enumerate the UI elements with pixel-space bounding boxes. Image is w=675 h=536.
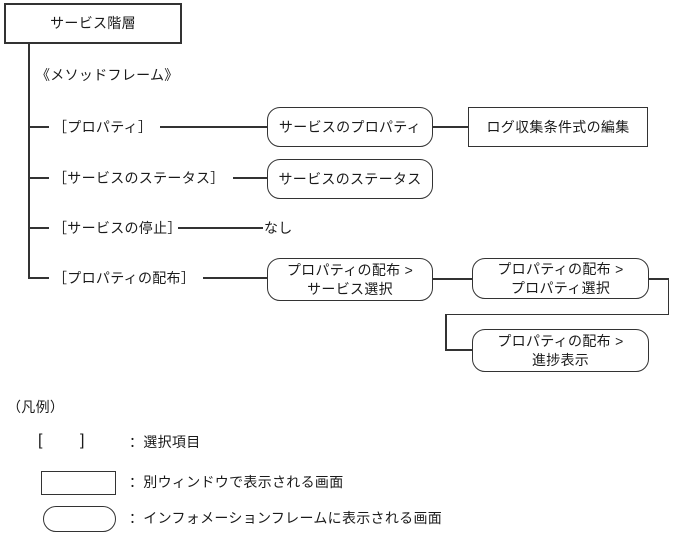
node-label: サービスのステータス: [278, 170, 422, 187]
node-label: ログ収集条件式の編集: [486, 118, 630, 135]
connector-line: [203, 277, 267, 279]
node-label-line2: サービス選択: [307, 280, 393, 297]
none-result-label: なし: [264, 220, 293, 236]
connector-line: [160, 126, 267, 128]
node-label-line1: プロパティの配布 >: [497, 261, 624, 277]
node-service-properties: サービスのプロパティ: [267, 107, 433, 147]
tree-trunk-line: [28, 44, 30, 279]
node-dist-progress: プロパティの配布 > 進捗表示: [472, 329, 649, 372]
node-label-line1: プロパティの配布 >: [286, 262, 414, 278]
connector-line: [649, 278, 669, 280]
connector-line: [433, 126, 468, 128]
legend-bracket-open-symbol: [: [38, 432, 43, 449]
legend-bracket-close-symbol: ]: [80, 432, 85, 449]
branch-label-service-status: ［サービスのステータス］: [53, 170, 225, 186]
legend-item-infoframe-label: ：インフォメーションフレームに表示される画面: [129, 510, 443, 526]
branch-label-property-distribution: ［プロパティの配布］: [53, 270, 196, 286]
node-label-line1: プロパティの配布 >: [497, 333, 624, 349]
legend-window-symbol: [41, 471, 116, 495]
legend-infoframe-symbol: [43, 506, 116, 532]
connector-line: [233, 177, 267, 179]
connector-line: [28, 277, 49, 279]
connector-line: [445, 313, 447, 351]
connector-line: [445, 313, 669, 316]
node-log-collection-edit: ログ収集条件式の編集: [468, 107, 648, 147]
node-dist-service-select: プロパティの配布 > サービス選択: [267, 258, 433, 301]
node-dist-property-select: プロパティの配布 > プロパティ選択: [472, 258, 649, 299]
node-label-line2: 進捗表示: [531, 351, 590, 368]
connector-line: [28, 227, 49, 229]
connector-line: [667, 278, 669, 316]
legend-item-selection-label: ：選択項目: [129, 434, 201, 450]
root-node: サービス階層: [4, 3, 182, 44]
legend-item-window-label: ：別ウィンドウで表示される画面: [129, 474, 344, 490]
connector-line: [178, 227, 263, 229]
connector-line: [28, 177, 49, 179]
root-node-label: サービス階層: [50, 15, 136, 32]
branch-label-service-stop: ［サービスの停止］: [53, 220, 182, 236]
node-service-status: サービスのステータス: [267, 159, 433, 199]
connector-line: [445, 349, 472, 351]
legend-title: （凡例）: [7, 399, 65, 415]
branch-label-property: ［プロパティ］: [53, 119, 153, 135]
connector-line: [28, 126, 49, 128]
node-label: サービスのプロパティ: [278, 118, 422, 135]
method-frame-label: 《メソッドフレーム》: [36, 67, 179, 83]
connector-line: [433, 278, 472, 280]
node-label-line2: プロパティ選択: [510, 279, 611, 296]
